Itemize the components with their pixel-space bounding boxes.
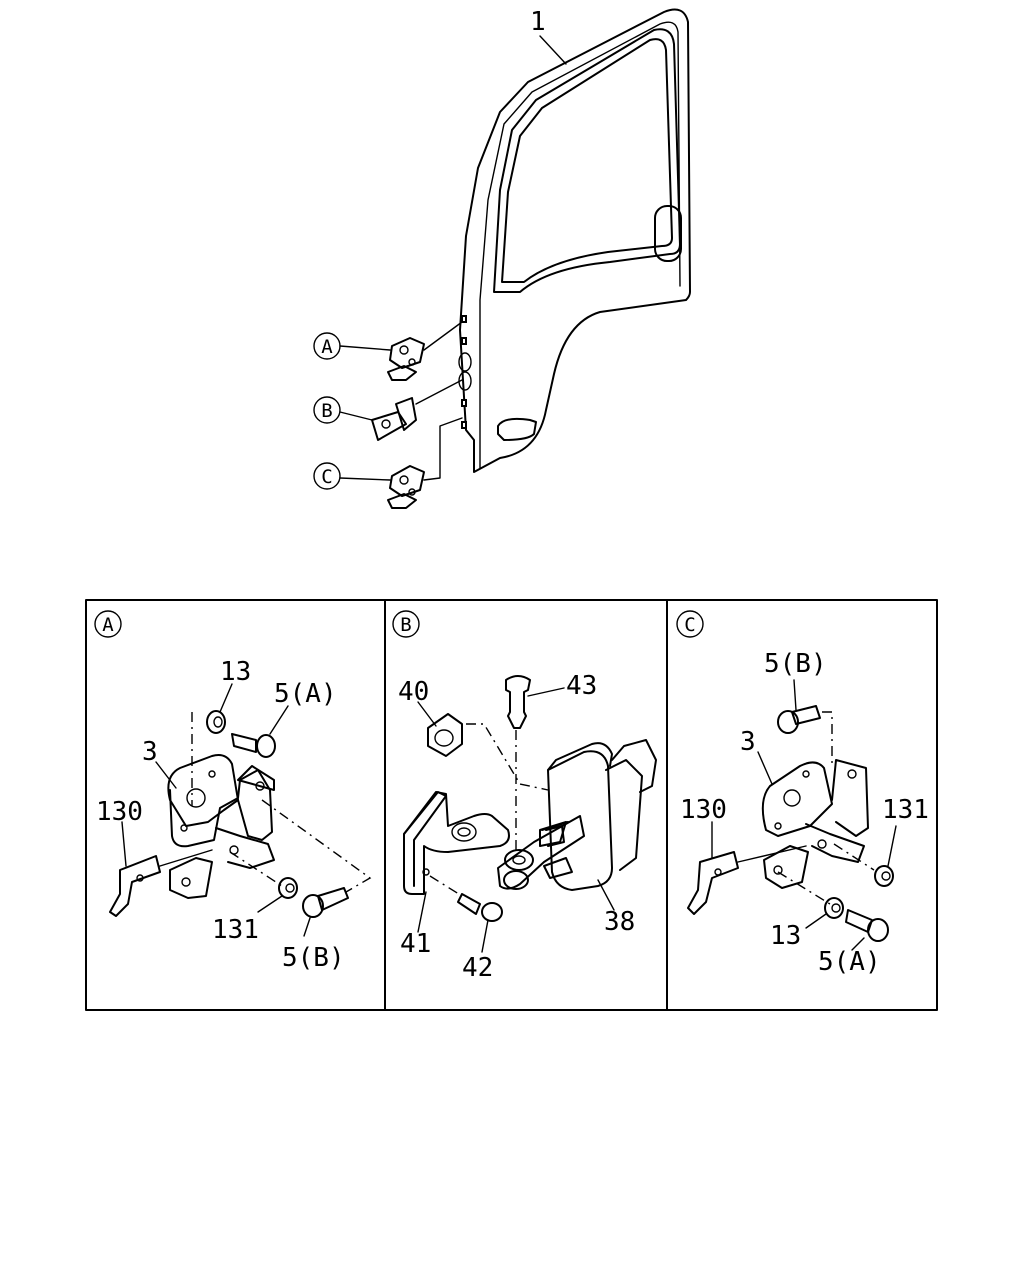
label-131-c: 131 [882, 795, 929, 825]
label-5b-c: 5(B) [764, 649, 827, 679]
label-42-b: 42 [462, 953, 493, 983]
label-41-b: 41 [400, 929, 431, 959]
washer-13-c [824, 897, 844, 919]
label-3-c: 3 [740, 727, 756, 757]
detail-b: B [392, 610, 657, 983]
bolt-5a-c [845, 909, 889, 942]
bolt-131-c [874, 865, 894, 887]
bracket-41-b [403, 791, 510, 895]
label-13-c: 13 [770, 921, 801, 951]
label-40-b: 40 [398, 677, 429, 707]
bolt-131-a [278, 877, 298, 899]
door-check-b-icon [371, 397, 417, 441]
detail-a-marker: A [102, 614, 114, 636]
detail-b-marker: B [400, 614, 411, 636]
callout-a-label: A [321, 336, 333, 358]
label-131-a: 131 [212, 915, 259, 945]
label-13-a: 13 [220, 657, 251, 687]
door-part-number: 1 [530, 7, 546, 37]
callout-a: A [313, 321, 463, 381]
callout-b-label: B [321, 400, 332, 422]
door-assembly: 1 A B [313, 7, 691, 509]
label-130-a: 130 [96, 797, 143, 827]
label-5a-c: 5(A) [818, 947, 881, 977]
door-check-38-b [497, 739, 657, 891]
hinge-a-icon [387, 337, 425, 381]
callout-c-label: C [321, 466, 332, 488]
door-panel [458, 8, 691, 473]
label-5a-a: 5(A) [274, 679, 337, 709]
label-43-b: 43 [566, 671, 597, 701]
callout-c: C [313, 417, 463, 509]
hinge-bracket-a [167, 754, 275, 899]
nut-40-b [427, 713, 463, 757]
bolt-5b-c [777, 705, 821, 734]
label-130-c: 130 [680, 795, 727, 825]
hinge-bracket-c [761, 759, 869, 889]
label-38-b: 38 [604, 907, 635, 937]
detail-c: C [676, 610, 929, 977]
label-5b-a: 5(B) [282, 943, 345, 973]
label-3-a: 3 [142, 737, 158, 767]
plate-130-a [109, 855, 161, 917]
detail-a: A [94, 610, 372, 973]
bolt-5b-a [302, 887, 349, 918]
detail-c-marker: C [684, 614, 695, 636]
detail-panels [85, 599, 938, 1011]
callout-b: B [313, 379, 463, 441]
hinge-c-icon [387, 465, 425, 509]
plate-130-c [687, 851, 739, 915]
bolt-42-b [457, 893, 503, 922]
pin-43-b [505, 675, 531, 729]
washer-13-a [206, 710, 226, 734]
bolt-5a-a [231, 733, 276, 758]
